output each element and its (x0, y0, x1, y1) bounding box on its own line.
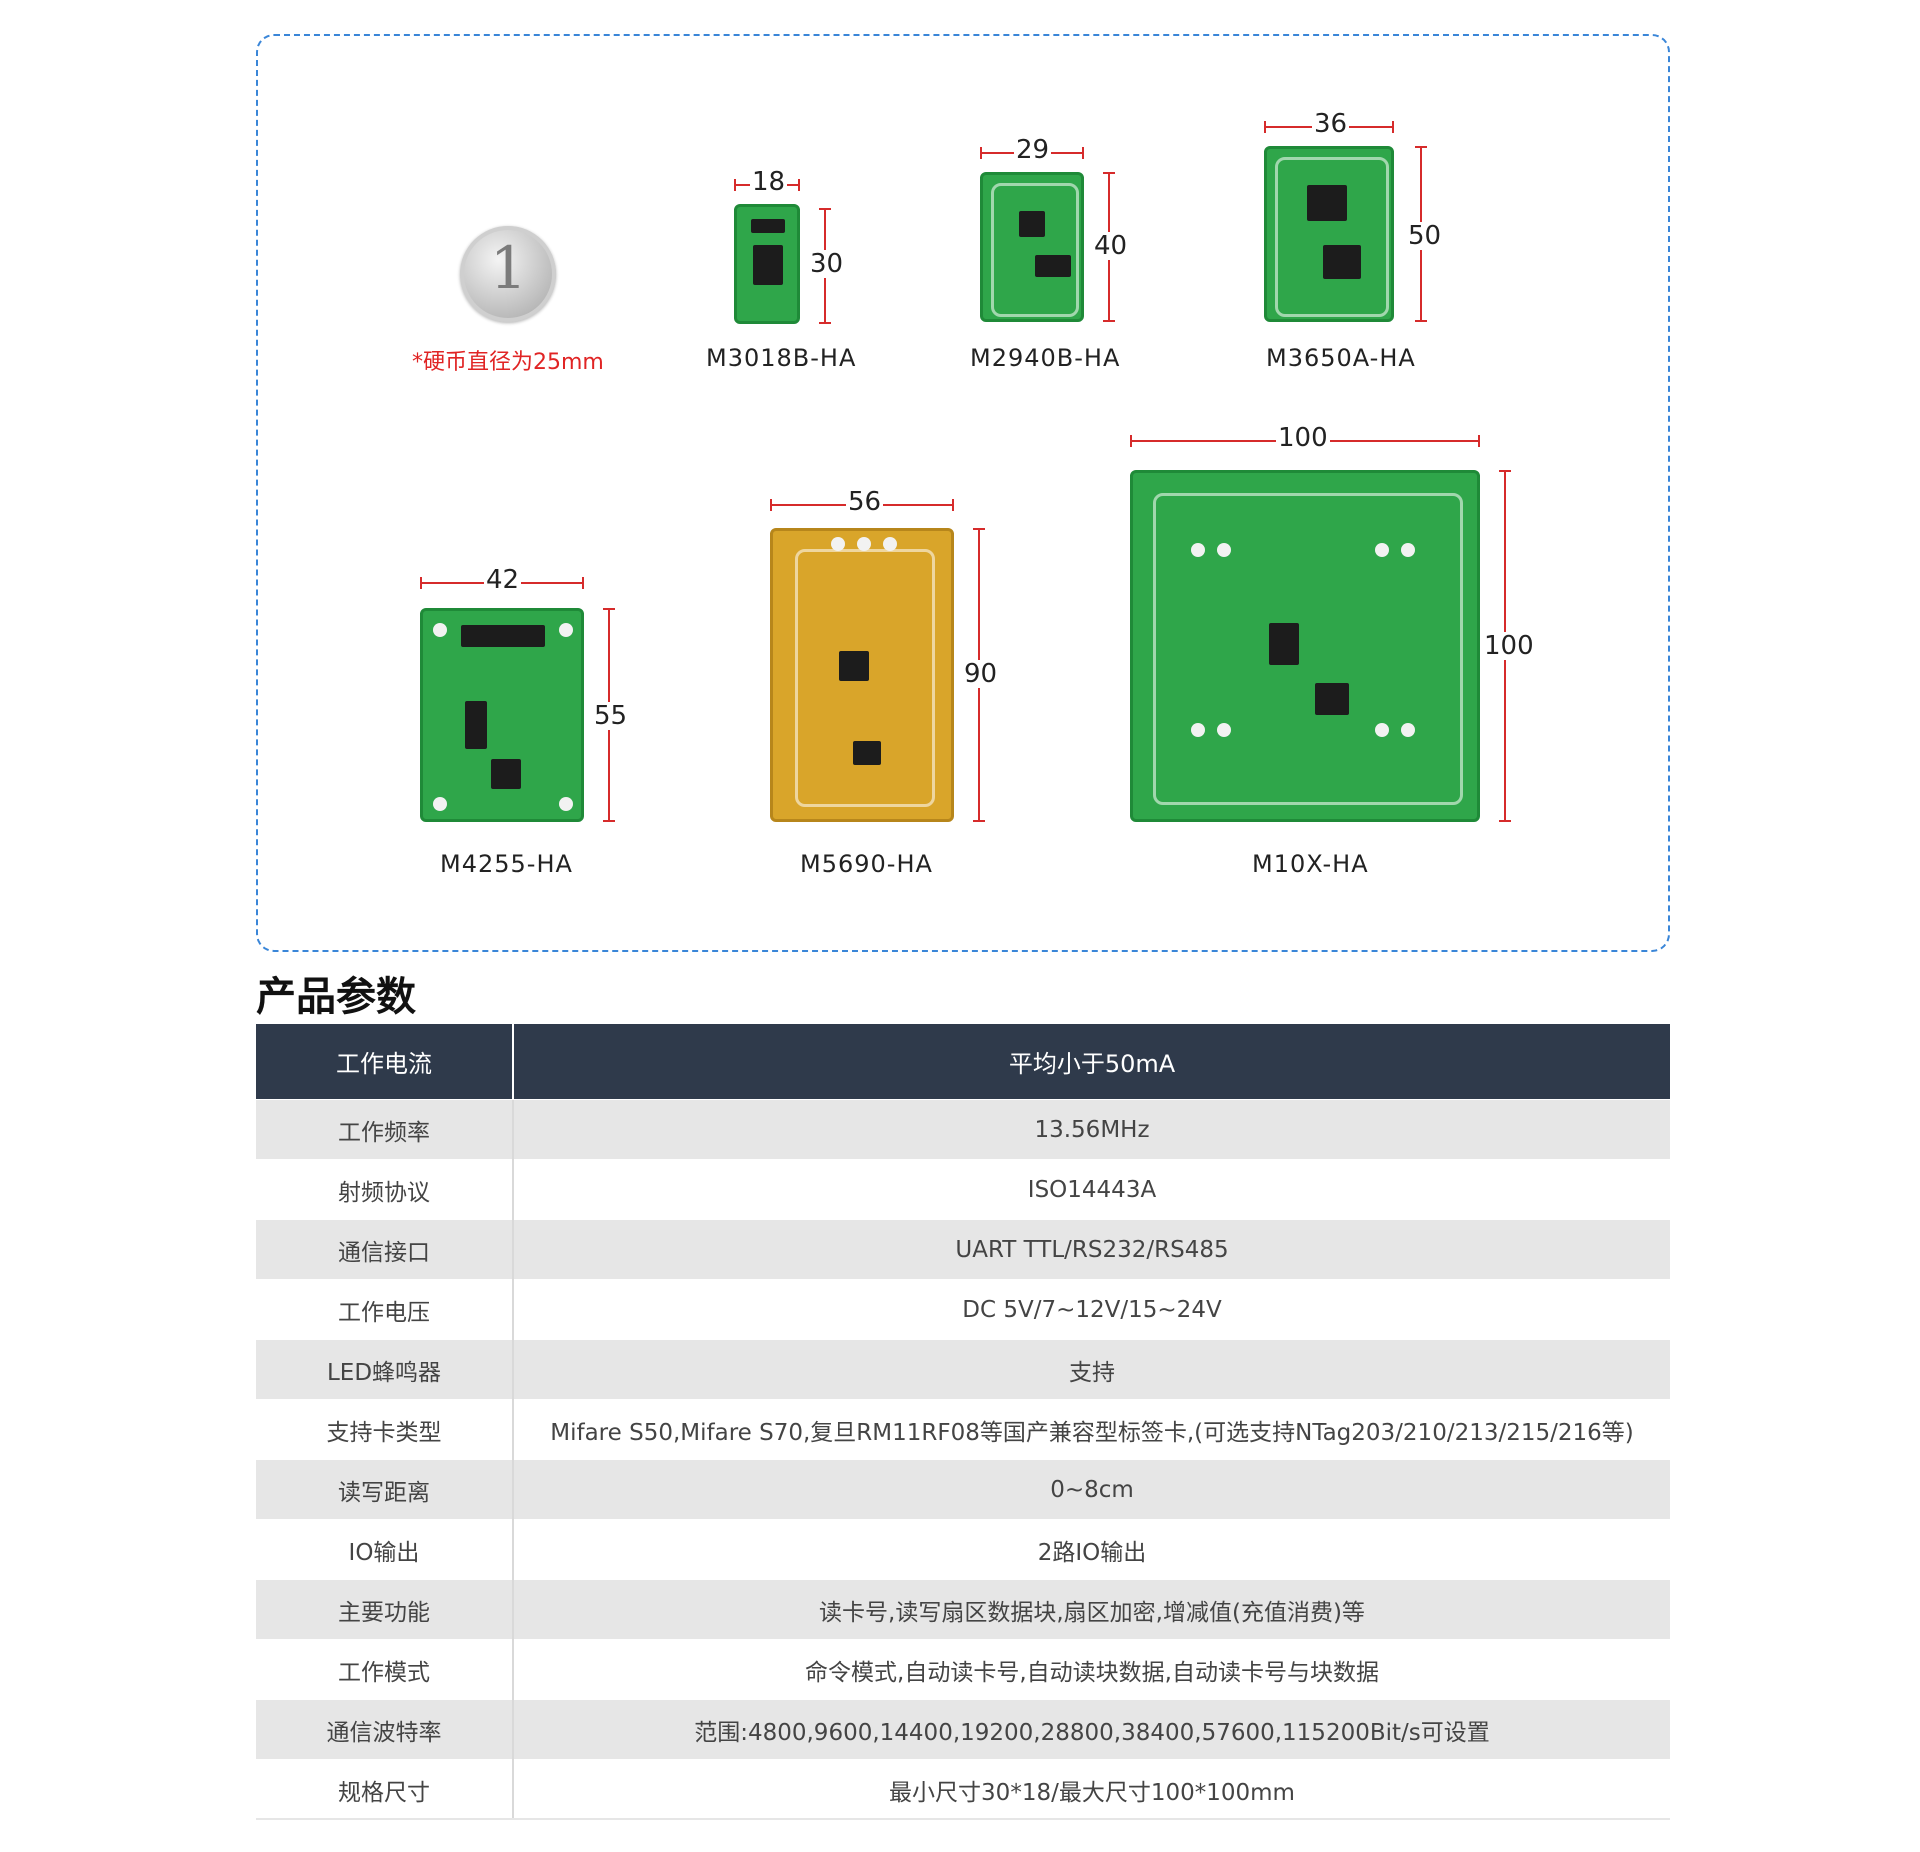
board-m10x (1130, 470, 1480, 822)
param-key: LED蜂鸣器 (256, 1339, 514, 1400)
board-m5690 (770, 528, 954, 822)
height-label: 50 (1406, 221, 1444, 251)
table-row: 工作电压 DC 5V/7~12V/15~24V (256, 1279, 1670, 1340)
table-row: 工作电流 平均小于50mA (256, 1024, 1670, 1100)
param-key: 通信波特率 (256, 1699, 514, 1760)
height-label: 55 (592, 701, 630, 731)
param-value: 0~8cm (513, 1459, 1670, 1520)
coin-note: *硬币直径为25mm (412, 350, 604, 375)
table-row: 主要功能 读卡号,读写扇区数据块,扇区加密,增减值(充值消费)等 (256, 1579, 1670, 1640)
board-m3650a (1264, 146, 1394, 322)
height-label: 30 (808, 249, 846, 279)
param-key: 工作电流 (256, 1024, 514, 1100)
width-label: 42 (484, 565, 522, 595)
coin-image: 1 (460, 226, 556, 322)
param-key: 主要功能 (256, 1579, 514, 1640)
width-label: 56 (846, 487, 884, 517)
model-label: M5690-HA (800, 850, 933, 878)
table-row: 规格尺寸 最小尺寸30*18/最大尺寸100*100mm (256, 1759, 1670, 1820)
table-row: 工作频率 13.56MHz (256, 1099, 1670, 1160)
table-row: 通信接口 UART TTL/RS232/RS485 (256, 1219, 1670, 1280)
width-label: 36 (1312, 109, 1350, 139)
param-value: 支持 (513, 1339, 1670, 1400)
section-title: 产品参数 (256, 974, 416, 1020)
table-row: 工作模式 命令模式,自动读卡号,自动读块数据,自动读卡号与块数据 (256, 1639, 1670, 1700)
table-row: 通信波特率 范围:4800,9600,14400,19200,28800,384… (256, 1699, 1670, 1760)
param-key: 规格尺寸 (256, 1759, 514, 1820)
param-value: ISO14443A (513, 1159, 1670, 1220)
board-m3018b (734, 204, 800, 324)
param-value: 命令模式,自动读卡号,自动读块数据,自动读卡号与块数据 (513, 1639, 1670, 1700)
param-value: 范围:4800,9600,14400,19200,28800,38400,576… (513, 1699, 1670, 1760)
param-value: 平均小于50mA (513, 1024, 1670, 1100)
param-value: 2路IO输出 (513, 1519, 1670, 1580)
product-showcase (256, 34, 1670, 952)
param-key: 支持卡类型 (256, 1399, 514, 1460)
param-value: DC 5V/7~12V/15~24V (513, 1279, 1670, 1340)
board-m4255 (420, 608, 584, 822)
table-row: 支持卡类型 Mifare S50,Mifare S70,复旦RM11RF08等国… (256, 1399, 1670, 1460)
width-label: 100 (1276, 423, 1330, 453)
model-label: M10X-HA (1252, 850, 1369, 878)
param-key: IO输出 (256, 1519, 514, 1580)
param-value: 读卡号,读写扇区数据块,扇区加密,增减值(充值消费)等 (513, 1579, 1670, 1640)
width-label: 29 (1014, 135, 1052, 165)
param-key: 工作模式 (256, 1639, 514, 1700)
table-bottom-divider (256, 1818, 1670, 1820)
param-value: 最小尺寸30*18/最大尺寸100*100mm (513, 1759, 1670, 1820)
param-value: 13.56MHz (513, 1099, 1670, 1160)
params-table: 工作电流 平均小于50mA 工作频率 13.56MHz 射频协议 ISO1444… (256, 1024, 1670, 1820)
model-label: M2940B-HA (970, 344, 1121, 372)
param-key: 射频协议 (256, 1159, 514, 1220)
model-label: M4255-HA (440, 850, 573, 878)
param-key: 工作频率 (256, 1099, 514, 1160)
param-value: UART TTL/RS232/RS485 (513, 1219, 1670, 1280)
model-label: M3018B-HA (706, 344, 857, 372)
table-row: 射频协议 ISO14443A (256, 1159, 1670, 1220)
param-key: 工作电压 (256, 1279, 514, 1340)
param-value: Mifare S50,Mifare S70,复旦RM11RF08等国产兼容型标签… (513, 1399, 1670, 1460)
height-label: 90 (962, 659, 1000, 689)
param-key: 通信接口 (256, 1219, 514, 1280)
width-label: 18 (750, 167, 788, 197)
board-m2940b (980, 172, 1084, 322)
height-label: 40 (1092, 231, 1130, 261)
model-label: M3650A-HA (1266, 344, 1416, 372)
table-row: IO输出 2路IO输出 (256, 1519, 1670, 1580)
table-row: LED蜂鸣器 支持 (256, 1339, 1670, 1400)
table-row: 读写距离 0~8cm (256, 1459, 1670, 1520)
param-key: 读写距离 (256, 1459, 514, 1520)
height-label: 100 (1482, 631, 1536, 661)
